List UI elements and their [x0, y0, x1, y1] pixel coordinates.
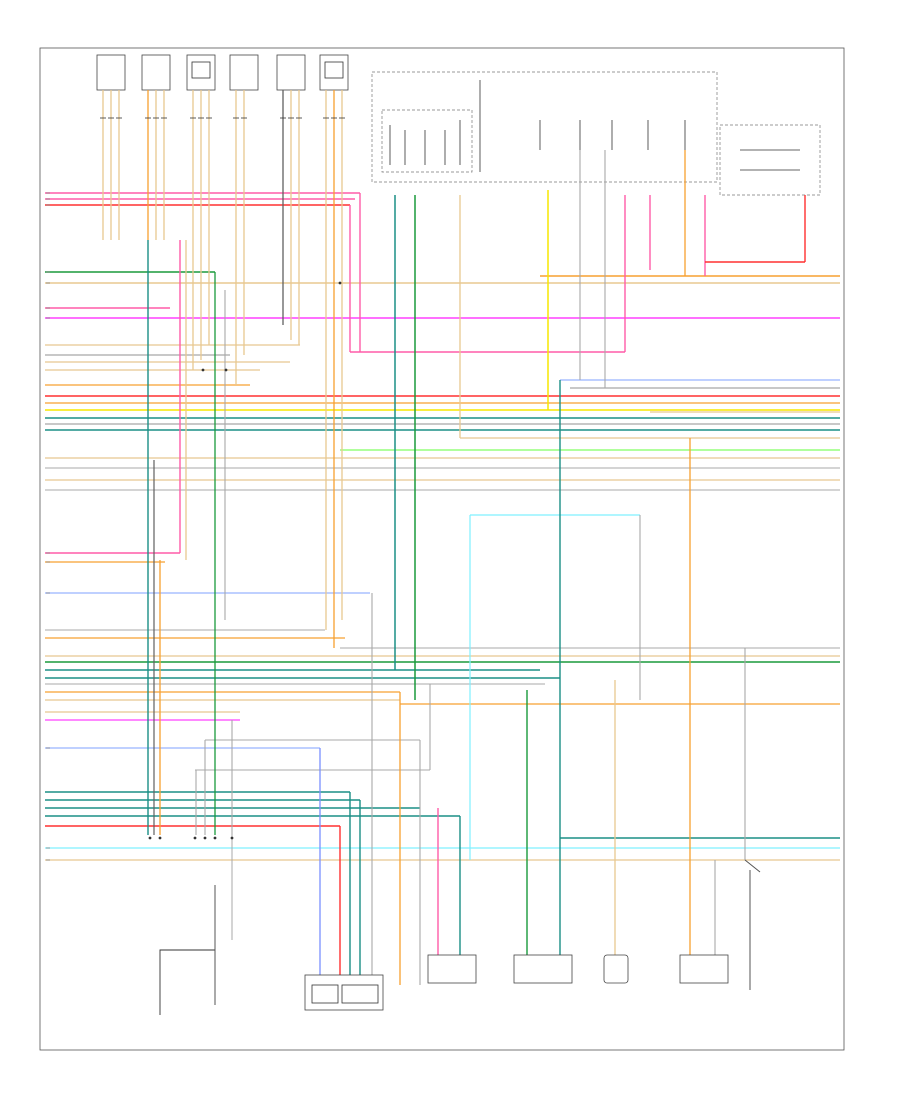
connector-5: [276, 54, 306, 91]
relay-box-dashed: [371, 71, 718, 183]
right-module-box: [719, 124, 821, 196]
top-connector-row: [96, 54, 349, 91]
ground-wire: [159, 949, 215, 1015]
sensor-box-1: [304, 974, 384, 1011]
sensor-box-5: [679, 954, 729, 984]
relay-schematic: [389, 80, 800, 172]
sensor-box-4: [603, 954, 629, 984]
sensor-box-2: [427, 954, 477, 984]
diagram-frame: [39, 47, 845, 1051]
sensor-box-3: [513, 954, 573, 984]
connector-1: [96, 54, 126, 91]
connector-3: [186, 54, 216, 91]
vertical-wires: [102, 90, 806, 985]
connector-4: [229, 54, 259, 91]
bottom-components: [159, 835, 761, 1015]
connector-2: [141, 54, 171, 91]
splice-dots: [148, 281, 342, 840]
connector-6: [319, 54, 349, 91]
pin-markers-left: [46, 192, 50, 861]
horizontal-wires: [45, 192, 840, 861]
relay-inner-box: [381, 109, 473, 173]
